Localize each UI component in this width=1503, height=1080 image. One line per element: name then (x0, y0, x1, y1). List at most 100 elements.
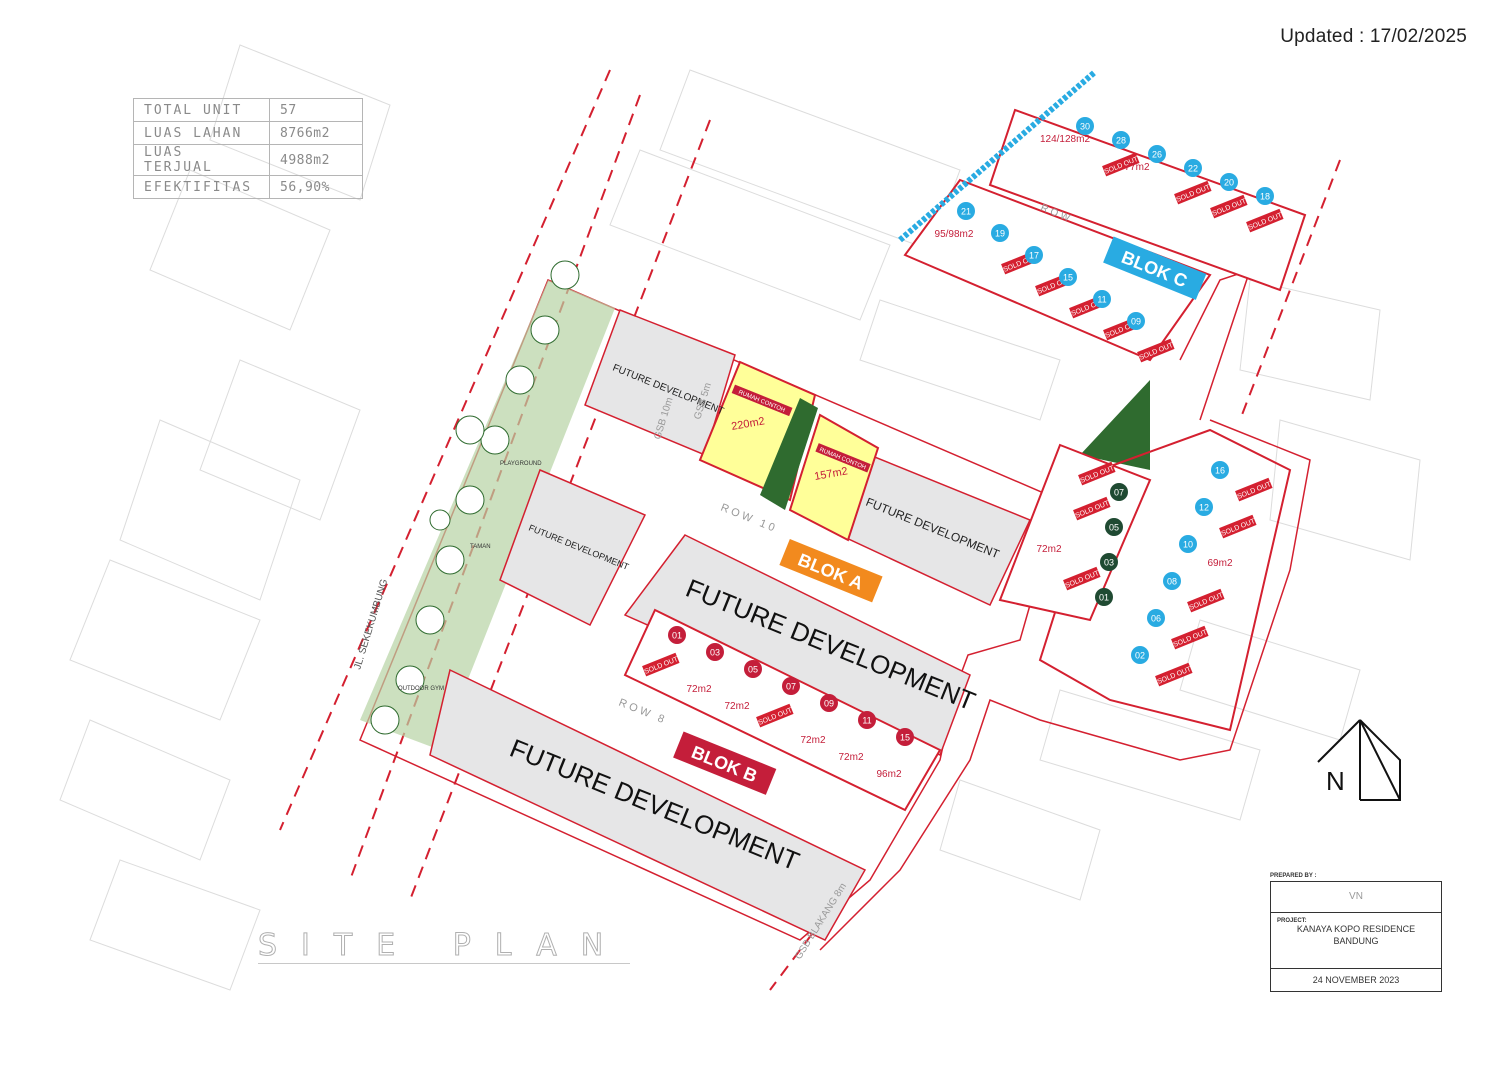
row8-label: ROW 8 (617, 697, 669, 727)
blok-c-bottom-lot-marker (957, 202, 975, 220)
blok-b-lot-marker (858, 711, 876, 729)
context-buildings (59, 44, 1421, 991)
blok-a-east-sold-badge-bg (1235, 477, 1273, 502)
blok-b-lot-marker (668, 626, 686, 644)
blok-c-top-sold-badge-bg (1210, 194, 1248, 219)
blok-a-east-lot-marker (1163, 572, 1181, 590)
prepared-label: PREPARED BY : (1270, 873, 1317, 879)
blok-c-bottom-lot-number: 09 (1131, 317, 1141, 327)
blok-b-lot-number: 11 (862, 716, 871, 726)
blok-c-bottom-lot-marker (1059, 268, 1077, 286)
blok-b-sold-badge-bg (642, 652, 680, 677)
road-left-label: JL. SEKEKUMBUNG (352, 578, 390, 671)
blok-b-lot-number: 05 (748, 665, 758, 675)
blok-a-east-lot-number: 16 (1215, 466, 1225, 476)
blok-c-top-lot-area: 77m2 (1124, 162, 1149, 173)
blok-c-top-lot-marker (1148, 145, 1166, 163)
blok-a-east-lot-marker (1131, 646, 1149, 664)
show1-area: 220m2 (730, 415, 765, 433)
blok-a-east-lot-number: 10 (1183, 540, 1193, 550)
project-city: BANDUNG (1333, 936, 1379, 946)
project-date: 24 NOVEMBER 2023 (1270, 969, 1442, 992)
blok-a-east-lot-marker (1195, 498, 1213, 516)
blok-b-lot-marker (782, 677, 800, 695)
blok-b-lot-area: 72m2 (800, 735, 825, 746)
blok-a-east-lot-number: 06 (1151, 614, 1161, 624)
blok-a-east-sold-badge-bg (1187, 588, 1225, 613)
blok-c-bottom-lot-marker (1025, 246, 1043, 264)
trees-left (370, 260, 580, 735)
blok-c-top-lot-number: 22 (1188, 164, 1198, 174)
blok-c-top-lot-number: 20 (1224, 178, 1234, 188)
blok-b-lot-area: 72m2 (838, 752, 863, 763)
show2-area: 157m2 (813, 465, 848, 483)
blok-c-top-sold-badge-bg (1246, 208, 1284, 233)
blok-a-lot-number: 05 (1109, 523, 1119, 533)
blok-c-top-lot-area: 124/128m2 (1040, 134, 1090, 145)
blok-b-lot-marker (706, 643, 724, 661)
blok-b-lot-number: 07 (786, 682, 796, 692)
blok-c-top-lot-number: 26 (1152, 150, 1162, 160)
blok-a-east-sold-badge: SOLD OUT (1219, 514, 1257, 539)
blok-c-top-lot-marker (1076, 117, 1094, 135)
blok-a-sold-badge-bg (1073, 496, 1111, 521)
blok-a-east-lot-area: 69m2 (1207, 558, 1232, 569)
blok-c-bottom-lot-number: 15 (1063, 273, 1073, 283)
blok-b-lot-area: 72m2 (686, 684, 711, 695)
stats-label: LUAS TERJUAL (133, 144, 270, 176)
blok-a-sold-badge-bg (1078, 461, 1116, 486)
blok-a-east-sold-badge-bg (1219, 514, 1257, 539)
updated-date: Updated : 17/02/2025 (1280, 26, 1467, 47)
blok-a-east-sold-badge-bg (1155, 662, 1193, 687)
blok-b-lot-number: 03 (710, 648, 720, 658)
stats-label: TOTAL UNIT (133, 98, 270, 122)
blok-a-east-sold-badge: SOLD OUT (1155, 662, 1193, 687)
blok-c-bottom-lot-marker (1127, 312, 1145, 330)
blok-a-lot-marker (1105, 518, 1123, 536)
blok-a-lot-number: 01 (1099, 593, 1109, 603)
stats-label: LUAS LAHAN (133, 121, 270, 145)
stats-value: 56,90% (269, 175, 363, 199)
blok-a-lot-area: 72m2 (1036, 544, 1061, 555)
row10-label: ROW 10 (719, 502, 779, 536)
blok-b-lot-marker (744, 660, 762, 678)
blok-a-east-sold-badge-bg (1171, 625, 1209, 650)
site-plan-title: SITE PLAN (257, 928, 628, 964)
project-name: KANAYA KOPO RESIDENCE (1296, 924, 1416, 934)
blok-c-bottom-lot-marker (991, 224, 1009, 242)
blok-a-lot-number: 07 (1114, 488, 1124, 498)
blok-b-lot-marker (896, 728, 914, 746)
blok-a-lot-number: 03 (1104, 558, 1114, 568)
blok-a-lot-marker (1110, 483, 1128, 501)
blok-c-top-lot-marker (1112, 131, 1130, 149)
north-letter: N (1326, 766, 1345, 796)
stats-value: 4988m2 (269, 144, 363, 176)
title-block: PREPARED BY : VN PROJECT: KANAYA KOPO RE… (1270, 873, 1442, 992)
blok-c-top-sold-badge-bg (1102, 152, 1140, 177)
blok-a-east-sold-badge: SOLD OUT (1171, 625, 1209, 650)
blok-c-bottom-lot-area: 95/98m2 (935, 229, 974, 240)
project-box: PROJECT: KANAYA KOPO RESIDENCE BANDUNG (1270, 913, 1442, 969)
stats-value: 8766m2 (269, 121, 363, 145)
site-plan-underline (258, 963, 630, 964)
blok-c-bottom-sold-badge-bg (1137, 338, 1175, 363)
blok-c-top-lot-marker (1184, 159, 1202, 177)
outdoor-gym-label: OUTDOOR GYM (398, 686, 444, 692)
blok-b-lot-area: 72m2 (724, 701, 749, 712)
blok-a-lot-marker (1100, 553, 1118, 571)
blok-c-bottom-lot-marker (1093, 290, 1111, 308)
north-arrow (1317, 719, 1401, 801)
blok-b-lot-number: 01 (672, 631, 682, 641)
blok-a-east-lot-marker (1211, 461, 1229, 479)
blok-a-lot-marker (1095, 588, 1113, 606)
blok-a-east-lot-number: 02 (1135, 651, 1145, 661)
blok-b-lot-marker (820, 694, 838, 712)
blok-a-east-lot-marker (1147, 609, 1165, 627)
show-houses (698, 360, 880, 542)
project-label: PROJECT: (1277, 918, 1307, 924)
